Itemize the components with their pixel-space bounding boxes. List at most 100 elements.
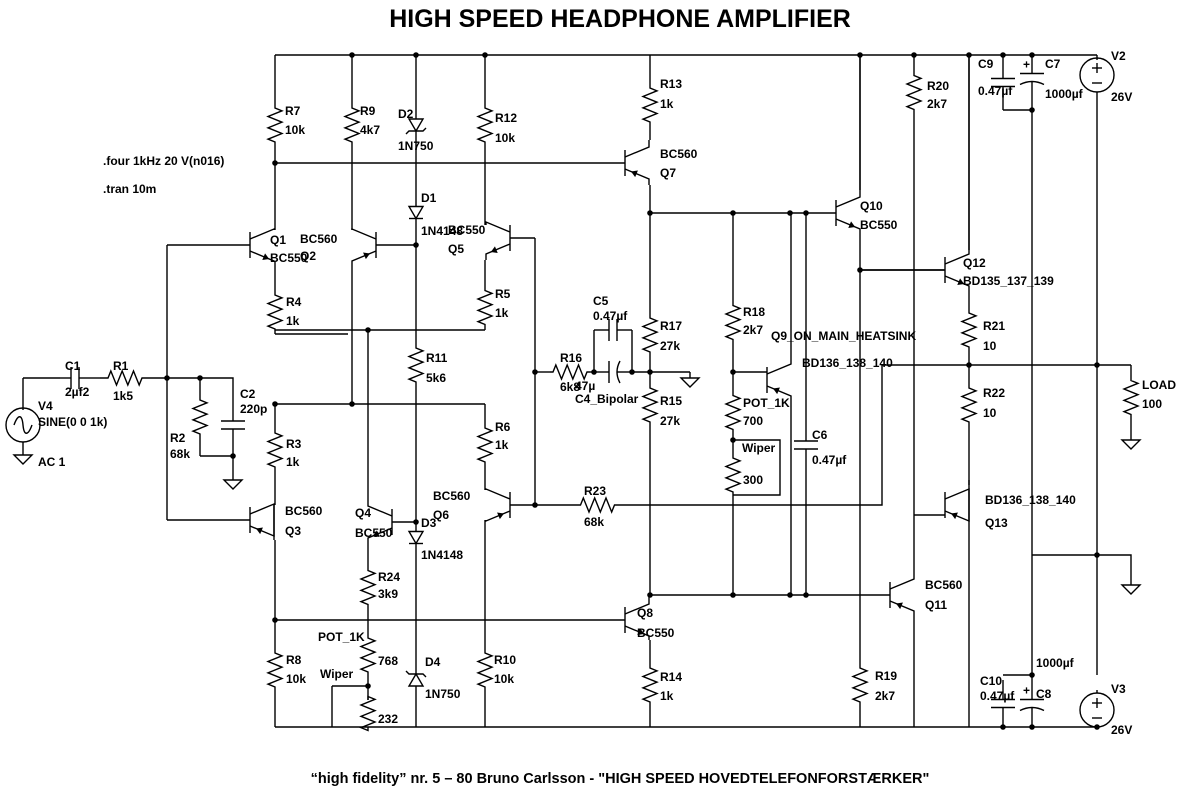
resistor-name: R21 <box>983 319 1005 333</box>
transistor-model: BC550 <box>355 526 393 540</box>
resistor-value: 10k <box>286 672 306 686</box>
junction-dot <box>966 52 972 58</box>
resistor-value: 10k <box>495 131 515 145</box>
capacitor-c6 <box>794 420 818 470</box>
junction-dot <box>629 369 635 375</box>
transistor-name: Q6 <box>433 508 449 522</box>
capacitor-c8: + <box>1019 680 1045 727</box>
transistor-name: Q4 <box>355 506 371 520</box>
transistor-model: BC550 <box>637 626 675 640</box>
resistor-name: R14 <box>660 670 682 684</box>
resistor-value: 2k7 <box>743 323 763 337</box>
labels: HIGH SPEED HEADPHONE AMPLIFIER .four 1kH… <box>38 5 1176 787</box>
capacitor-value: 0.47µf <box>593 309 628 323</box>
junction-dot <box>647 592 653 598</box>
source-value: 26V <box>1111 90 1132 104</box>
capacitor-c7: + <box>1019 55 1045 100</box>
emitter-arrow <box>631 170 638 178</box>
junction-dot <box>413 519 419 525</box>
transistor-q3 <box>249 502 275 540</box>
emitter-arrow <box>372 530 380 538</box>
diode-model: 1N750 <box>425 687 461 701</box>
transistor-name: Q3 <box>285 524 301 538</box>
diode-d4 <box>405 660 427 700</box>
diode-d2 <box>405 100 427 150</box>
resistor-name: R20 <box>927 79 949 93</box>
transistor-q13 <box>944 480 970 535</box>
junction-dot <box>164 375 170 381</box>
resistor-r7 <box>266 100 284 150</box>
diode-name: D3 <box>421 516 437 530</box>
resistor-r9 <box>343 100 361 150</box>
junction-dot <box>349 52 355 58</box>
resistor-r16 <box>550 363 590 381</box>
emitter-arrow <box>957 278 965 286</box>
junction-dot <box>349 401 355 407</box>
resistor-value: 10k <box>285 123 305 137</box>
junction-dot <box>730 210 736 216</box>
capacitor-name: C8 <box>1036 687 1052 701</box>
resistor-value: 4k7 <box>360 123 380 137</box>
junction-dot <box>857 52 863 58</box>
resistor-r22 <box>960 385 978 425</box>
junction-dot <box>966 362 972 368</box>
resistor-name: R8 <box>286 653 302 667</box>
resistor-r6 <box>476 420 494 470</box>
junction-dot <box>365 327 371 333</box>
resistor-r23 <box>575 496 620 514</box>
junction-dot <box>272 617 278 623</box>
footer-credit: “high fidelity” nr. 5 – 80 Bruno Carlsso… <box>311 771 930 787</box>
resistor-name: R13 <box>660 77 682 91</box>
capacitor-c9 <box>991 55 1015 110</box>
capacitor-c4 <box>594 360 632 384</box>
resistor-value: 1k <box>286 455 300 469</box>
junction-dot <box>272 401 278 407</box>
junction-dot <box>647 369 653 375</box>
transistor-name: Q10 <box>860 199 883 213</box>
capacitor-name: C4_Bipolar <box>575 392 639 406</box>
junction-dot <box>857 267 863 273</box>
diode-model: 1N4148 <box>421 224 463 238</box>
pot-lower-value: 300 <box>743 473 763 487</box>
emitter-arrow <box>637 628 645 636</box>
resistor-r17 <box>641 310 659 360</box>
transistor-model: BD135_137_139 <box>963 274 1054 288</box>
resistor-r24 <box>359 695 377 732</box>
resistor-value: 10 <box>983 339 997 353</box>
resistor-name: R3 <box>286 437 302 451</box>
components: ++ <box>5 55 1142 732</box>
resistor-value: 2k7 <box>875 689 895 703</box>
capacitor-name: C9 <box>978 57 994 71</box>
emitter-arrow <box>497 512 504 520</box>
plus-mark: + <box>1023 58 1030 72</box>
resistor-value: 1k <box>495 306 509 320</box>
resistor-name: R1 <box>113 359 129 373</box>
ground-symbol <box>1120 584 1142 595</box>
capacitor-value: 1000µf <box>1036 656 1075 670</box>
pot-upper-value: 700 <box>743 414 763 428</box>
transistor-q10 <box>835 55 861 270</box>
diode-model: 1N750 <box>398 139 434 153</box>
resistor-r4 <box>266 290 284 334</box>
transistor-name: Q7 <box>660 166 676 180</box>
junction-dot <box>532 502 538 508</box>
resistor-name: R2 <box>170 431 186 445</box>
resistor-name: R5 <box>495 287 511 301</box>
pot-upper-value: 768 <box>378 654 398 668</box>
resistor-value: 10k <box>494 672 514 686</box>
junction-dot <box>1029 672 1035 678</box>
transistor-model: BD136_138_140 <box>985 493 1076 507</box>
resistor-name: R22 <box>983 386 1005 400</box>
emitter-arrow <box>848 221 856 229</box>
resistor-r20 <box>905 70 923 115</box>
wires <box>22 54 1132 728</box>
junction-dot <box>730 437 736 443</box>
junction-dot <box>1094 724 1100 730</box>
transistor-q8 <box>624 595 650 640</box>
junction-dot <box>911 52 917 58</box>
pot-name: POT_1K <box>318 630 365 644</box>
junction-dot <box>532 369 538 375</box>
transistor-q6 <box>485 487 535 523</box>
diode-d3 <box>407 525 425 550</box>
